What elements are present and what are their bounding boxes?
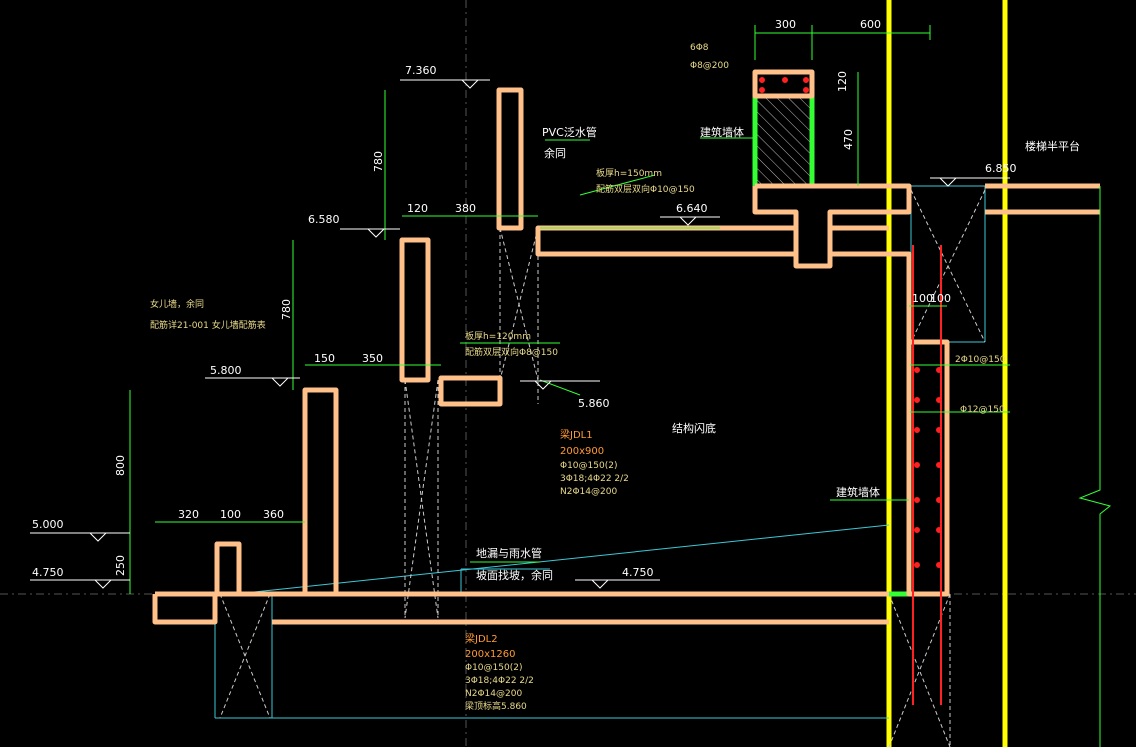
beam2-line-4: 梁顶标高5.860 bbox=[465, 700, 527, 712]
beam2-line-3: N2Φ14@200 bbox=[465, 689, 522, 699]
elev-5860: 5.860 bbox=[578, 397, 610, 410]
beam2-line-2: 3Φ18;4Φ22 2/2 bbox=[465, 676, 534, 686]
dim-780-upper: 780 bbox=[372, 151, 385, 172]
elev-7360: 7.360 bbox=[405, 64, 437, 77]
slab-mid-label: 板厚h=120mm bbox=[465, 330, 531, 342]
dim-100-right-a: 100 bbox=[912, 292, 933, 305]
dim-120-b: 120 bbox=[407, 202, 428, 215]
annotation-labels: PVC泛水管 余同 板厚h=150mm 配筋双层双向Φ10@150 板厚h=12… bbox=[150, 43, 1080, 582]
dimension-lines bbox=[129, 25, 1010, 594]
beam2-name: 梁JDL2 bbox=[465, 632, 498, 645]
pvc-label: PVC泛水管 bbox=[542, 125, 597, 139]
elevation-labels: 7.360 6.580 5.800 5.000 4.750 6.640 6.85… bbox=[32, 64, 1017, 579]
pvc-sub: 余同 bbox=[544, 146, 566, 160]
bldg-wall-top-label: 建筑墙体 bbox=[700, 125, 744, 139]
dim-300: 300 bbox=[775, 18, 796, 31]
rebar-right-2: Φ12@150 bbox=[960, 405, 1005, 415]
bldg-wall-right-label: 建筑墙体 bbox=[836, 485, 880, 499]
hidden-beam-marks bbox=[219, 189, 986, 747]
concrete-outline bbox=[152, 69, 1100, 625]
slab-top-label: 板厚h=150mm bbox=[596, 167, 662, 179]
beam1-line-2: 3Φ18;4Φ22 2/2 bbox=[560, 474, 629, 484]
elev-6850: 6.850 bbox=[985, 162, 1017, 175]
beam-jdl2: 梁JDL2 200x1260 Φ10@150(2) 3Φ18;4Φ22 2/2 … bbox=[465, 632, 534, 712]
dim-350: 350 bbox=[362, 352, 383, 365]
elev-4750-left: 4.750 bbox=[32, 566, 64, 579]
dim-100-right-b: 100 bbox=[930, 292, 951, 305]
hatched-wall bbox=[756, 96, 812, 186]
drain-label: 地漏与雨水管 bbox=[476, 546, 542, 560]
dim-320: 320 bbox=[178, 508, 199, 521]
elev-6640: 6.640 bbox=[676, 202, 708, 215]
dim-120: 120 bbox=[836, 71, 849, 92]
corridor-label: 结构闪底 bbox=[672, 421, 716, 435]
beam1-size: 200x900 bbox=[560, 446, 604, 457]
level-markers bbox=[30, 79, 1010, 589]
dim-100: 100 bbox=[220, 508, 241, 521]
elev-4750-mid: 4.750 bbox=[622, 566, 654, 579]
beam2-size: 200x1260 bbox=[465, 649, 515, 660]
dim-600: 600 bbox=[860, 18, 881, 31]
slab-mid-sub: 配筋双层双向Φ8@150 bbox=[465, 346, 558, 358]
elev-5000: 5.000 bbox=[32, 518, 64, 531]
beam1-line-1: Φ10@150(2) bbox=[560, 461, 617, 471]
rebar-right-1: 2Φ10@150 bbox=[955, 355, 1006, 365]
slab-top-sub: 配筋双层双向Φ10@150 bbox=[596, 183, 695, 195]
beam2-line-1: Φ10@150(2) bbox=[465, 663, 522, 673]
break-line bbox=[1078, 186, 1112, 747]
rebar-top-1: 6Φ8 bbox=[690, 43, 709, 53]
rebar-top-2: Φ8@200 bbox=[690, 61, 729, 71]
beam-jdl1: 梁JDL1 200x900 Φ10@150(2) 3Φ18;4Φ22 2/2 N… bbox=[560, 428, 629, 497]
girder-note: 女儿墙，余同 bbox=[150, 298, 204, 310]
dim-360: 360 bbox=[263, 508, 284, 521]
beam1-line-3: N2Φ14@200 bbox=[560, 487, 617, 497]
beam1-name: 梁JDL1 bbox=[560, 428, 593, 441]
elev-5800: 5.800 bbox=[210, 364, 242, 377]
elev-6580: 6.580 bbox=[308, 213, 340, 226]
girder-note-sub: 配筋详21-001 女儿墙配筋表 bbox=[150, 319, 266, 331]
drain-sub: 坡面找坡，余同 bbox=[476, 568, 553, 582]
dim-800: 800 bbox=[114, 455, 127, 476]
stair-label: 楼梯半平台 bbox=[1025, 139, 1080, 153]
cyan-outlines bbox=[214, 185, 1100, 719]
dim-470: 470 bbox=[842, 129, 855, 150]
dim-780-lower: 780 bbox=[280, 299, 293, 320]
dim-380: 380 bbox=[455, 202, 476, 215]
dim-250: 250 bbox=[114, 555, 127, 576]
dim-150: 150 bbox=[314, 352, 335, 365]
rebar bbox=[759, 77, 942, 705]
dimension-labels: 300 600 120 470 780 780 120 380 150 350 … bbox=[114, 18, 951, 576]
